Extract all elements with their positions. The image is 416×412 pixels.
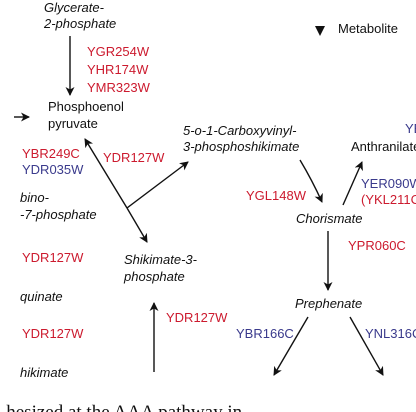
gene-label: YNL316C	[365, 326, 416, 341]
metabolite-ep3p: 5-o-1-Carboxyvinyl-	[183, 123, 297, 138]
gene-label: YGL148W	[246, 188, 307, 203]
metabolite-shikimate-3-phosphate-line2: phosphate	[123, 269, 185, 284]
metabolite-ep3p-line2: 3-phosphoshikimate	[183, 139, 299, 154]
legend-label: Metabolite	[338, 21, 398, 36]
metabolite-anthranilate: Anthranilate	[351, 139, 416, 154]
metabolite-dahp-line2: -7-phosphate	[20, 207, 97, 222]
gene-label: YE	[405, 121, 416, 136]
metabolite-phosphoenol-pyruvate-line2: pyruvate	[48, 116, 98, 131]
gene-label: YDR127W	[22, 326, 84, 341]
metabolite-dahp: bino-	[20, 190, 50, 205]
arrow-s3p-to-pep	[84, 138, 128, 209]
gene-label: (YKL211C	[361, 192, 416, 207]
arrow-prephenate-to-left	[273, 316, 309, 376]
gene-label: YPR060C	[348, 238, 406, 253]
arrow-prephenate-to-right	[349, 316, 384, 376]
metabolite-glycerate-2-phosphate-line2: 2-phosphate	[43, 16, 116, 31]
gene-label: YBR249C	[22, 146, 80, 161]
arrow-chorismate-to-anthranilate	[342, 161, 363, 206]
gene-label: YDR127W	[166, 310, 228, 325]
metabolite-phosphoenol-pyruvate: Phosphoenol	[48, 99, 124, 114]
metabolite-chorismate: Chorismate	[296, 211, 362, 226]
arrow-pep-to-s3p	[126, 207, 148, 243]
arrow-ep3p-to-chorismate	[299, 159, 323, 203]
gene-label: YHR174W	[87, 62, 149, 77]
gene-label: YDR127W	[103, 150, 165, 165]
gene-label: YER090W	[361, 176, 416, 191]
metabolite-glycerate-2-phosphate: Glycerate-	[44, 0, 105, 15]
metabolite-quinate: quinate	[20, 289, 63, 304]
legend-arrow-icon	[315, 26, 325, 36]
metabolite-shikimate: hikimate	[20, 365, 68, 380]
gene-label: YDR127W	[22, 250, 84, 265]
gene-label: YDR035W	[22, 162, 84, 177]
figure-caption: ...hesized at the AAA pathway in	[0, 402, 243, 412]
metabolite-shikimate-3-phosphate: Shikimate-3-	[124, 252, 198, 267]
gene-label: YBR166C	[236, 326, 294, 341]
gene-label: YGR254W	[87, 44, 150, 59]
metabolite-prephenate: Prephenate	[295, 296, 362, 311]
arrow-s3p-to-ep3p	[126, 161, 189, 209]
gene-label: YMR323W	[87, 80, 151, 95]
